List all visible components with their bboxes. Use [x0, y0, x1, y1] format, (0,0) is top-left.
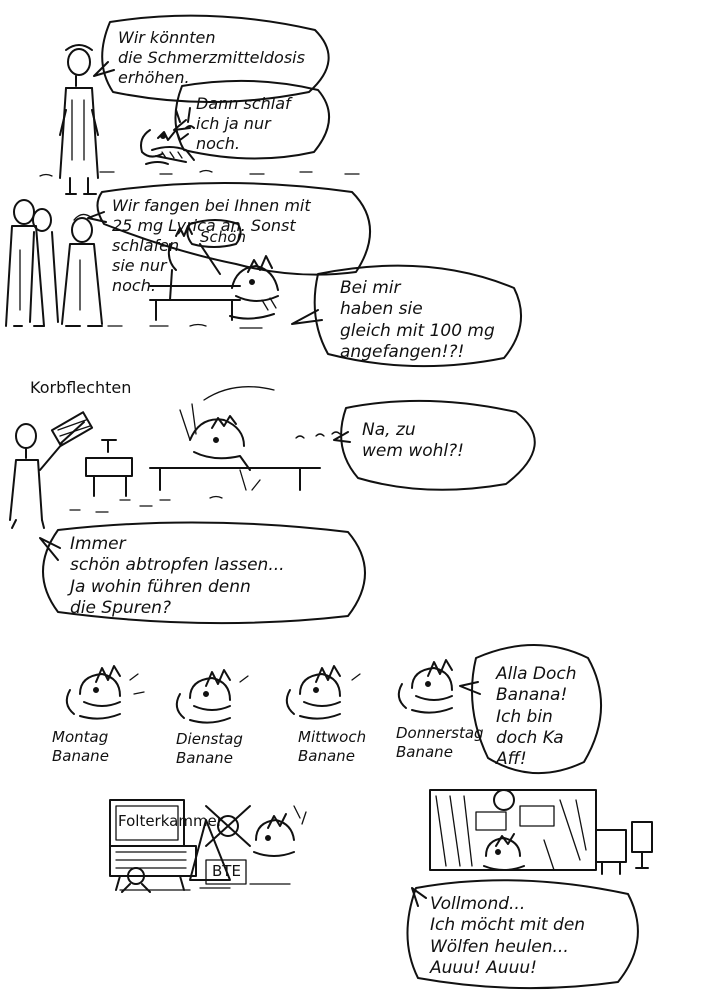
- hospital-bed: [543, 821, 653, 875]
- bubble-outline-banana: [459, 644, 603, 775]
- machine-label-bte: BTE: [212, 862, 241, 880]
- bubble-outline-patient-2: [291, 264, 522, 368]
- bubble-doctor-2-text: Wir fangen bei Ihnen mit 25 mg Lyrica an…: [112, 196, 311, 295]
- patient6-figure: [483, 833, 525, 871]
- panel6-drawing: [429, 789, 653, 875]
- bubble-right-3-text: Na, zu wem wohl?!: [362, 420, 464, 462]
- bubble-patient-1-text: Dann schlaf ich ja nur noch.: [196, 94, 291, 153]
- bubble-outline-doctor-2: [87, 182, 371, 276]
- day-label-wednesday: Mittwoch Banane: [298, 728, 367, 765]
- doctors-group: [5, 199, 103, 327]
- day-label-tuesday: Dienstag Banane: [176, 730, 243, 767]
- bubble-patient-2-text: Bei mir haben sie gleich mit 100 mg ange…: [340, 278, 495, 362]
- doctor-figure: [59, 44, 99, 195]
- day-label-thursday: Donnerstag Banane: [396, 724, 484, 761]
- panel5-drawing: [109, 799, 307, 893]
- panel-heading-korbflechten: Korbflechten: [30, 378, 132, 397]
- patient-figure: [140, 107, 195, 165]
- monkey-wednesday: [285, 665, 361, 720]
- bubble-outline-fullmoon: [406, 879, 639, 990]
- panel1-drawing: [39, 44, 360, 195]
- bubble-small-2-text: Schön: [200, 228, 246, 246]
- panel3-drawing: [9, 386, 341, 529]
- monkey-monday: [65, 665, 145, 720]
- bubble-banana-text: Alla Doch Banana! Ich bin doch Ka Aff!: [496, 664, 577, 769]
- person-with-broom: [9, 411, 94, 529]
- panel4-drawing: [65, 659, 453, 724]
- patient5-figure: [253, 805, 307, 857]
- bubble-outline-doctor-1: [93, 14, 330, 103]
- bubble-outline-patient-1: [173, 79, 331, 160]
- ground-line-2: [107, 323, 263, 329]
- ground-line-5: [119, 883, 291, 891]
- monkey-tuesday: [175, 669, 249, 724]
- day-label-monday: Montag Banane: [52, 728, 109, 765]
- bench: [85, 439, 133, 497]
- bubble-outline-right-3: [333, 399, 536, 491]
- bubble-fullmoon-text: Vollmond... Ich möcht mit den Wölfen heu…: [430, 894, 586, 978]
- ground-dashes: [39, 169, 360, 177]
- patient3-figure: [149, 386, 341, 491]
- monkey-thursday: [397, 659, 453, 714]
- bubble-doctor-1-text: Wir könnten die Schmerzmitteldosis erhöh…: [118, 28, 305, 87]
- sign-folterkammer: Folterkammer: [118, 812, 223, 830]
- windmill-machine: [189, 805, 251, 885]
- night-room: [429, 789, 597, 871]
- bubble-bottom-3-text: Immer schön abtropfen lassen... Ja wohin…: [70, 534, 285, 618]
- torture-desk: [109, 799, 197, 893]
- bubble-outline-small-2: [186, 219, 242, 248]
- bubble-outline-bottom-3: [39, 521, 366, 625]
- ground-dashes-3: [69, 495, 223, 513]
